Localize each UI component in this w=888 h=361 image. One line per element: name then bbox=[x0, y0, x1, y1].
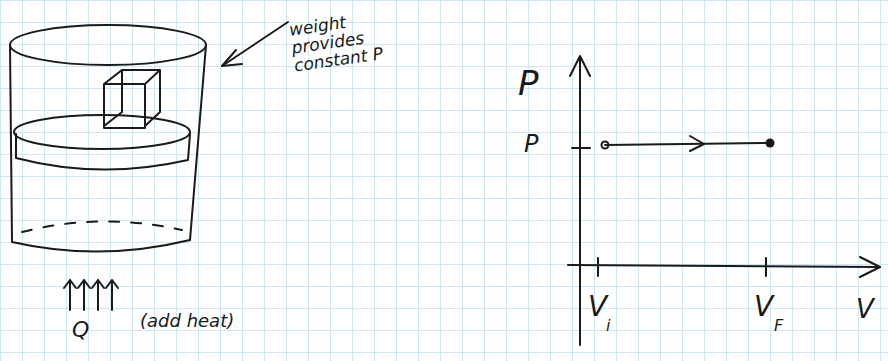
heat-arrow bbox=[78, 280, 90, 310]
subscript: F bbox=[774, 318, 783, 335]
tick-label: P bbox=[524, 132, 538, 157]
arrow-head bbox=[222, 50, 242, 66]
callout-note: weight provides constant P bbox=[288, 6, 412, 75]
subscript: i bbox=[606, 318, 610, 335]
piston-side bbox=[16, 134, 190, 170]
state-point bbox=[766, 139, 775, 148]
cylinder-wall bbox=[190, 45, 206, 240]
cylinder-wall bbox=[10, 45, 12, 242]
axis-label: V bbox=[856, 296, 874, 323]
heat-arrow bbox=[106, 280, 118, 310]
tick-label: V bbox=[754, 292, 773, 321]
tick-mark bbox=[572, 147, 590, 149]
tick-label: V bbox=[588, 292, 607, 321]
cylinder-bottom-hidden bbox=[22, 221, 182, 232]
v-axis bbox=[568, 257, 880, 277]
state-point bbox=[602, 142, 609, 149]
tick-mark bbox=[597, 258, 599, 276]
piston bbox=[14, 115, 190, 149]
leader-arrow bbox=[222, 22, 288, 66]
process-line bbox=[605, 143, 770, 145]
weight-block bbox=[104, 70, 160, 128]
heat-note: (add heat) bbox=[140, 312, 234, 331]
cylinder-top bbox=[10, 25, 206, 65]
arrow-head bbox=[690, 136, 704, 151]
tick-mark bbox=[765, 258, 767, 276]
p-axis bbox=[570, 56, 590, 345]
axis-label: P bbox=[518, 66, 539, 102]
heat-arrow bbox=[64, 280, 76, 310]
cylinder-bottom bbox=[12, 240, 190, 252]
heat-arrow bbox=[92, 280, 104, 310]
heat-symbol: Q bbox=[72, 318, 89, 341]
